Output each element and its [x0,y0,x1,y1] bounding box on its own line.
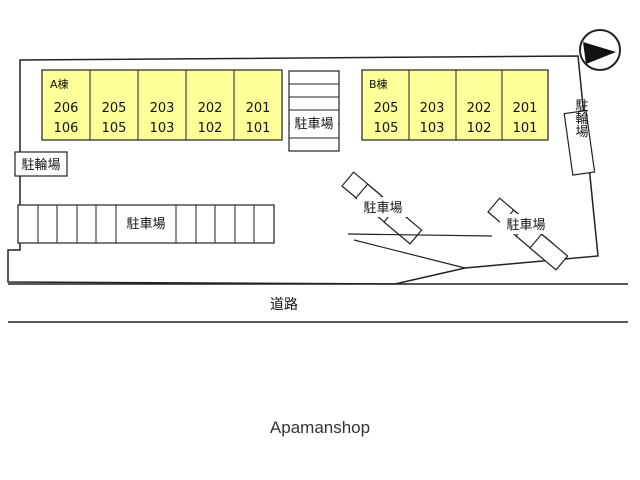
unit-a-205: 205 [102,101,127,116]
unit-b-203: 203 [420,101,445,116]
unit-a-101: 101 [246,121,271,136]
parking-diagonal-1: 駐車場 [341,171,423,245]
unit-a-206: 206 [54,101,79,116]
parking-diagonal-1-label: 駐車場 [363,201,402,216]
unit-b-201: 201 [513,101,538,116]
bicycle-parking-right-label: 駐輪場 [573,99,589,138]
parking-bottom: 駐車場 [17,204,275,244]
unit-b-105: 105 [374,121,399,136]
unit-a-106: 106 [54,121,79,136]
watermark: Apamanshop [269,418,371,437]
unit-b-103: 103 [420,121,445,136]
building-a: A棟 206 106 205 105 203 103 202 102 201 1… [41,69,283,141]
building-b: B棟 205 105 203 103 202 102 201 101 [361,69,549,141]
north-arrow-icon [579,29,621,71]
unit-b-101: 101 [513,121,538,136]
bicycle-parking-left-label: 駐輪場 [21,157,60,173]
unit-b-202: 202 [467,101,492,116]
bicycle-parking-left: 駐輪場 [14,151,68,177]
bicycle-parking-right: 駐輪場 [563,99,596,176]
unit-a-203: 203 [150,101,175,116]
unit-a-102: 102 [198,121,223,136]
building-a-label: A棟 [50,77,69,91]
road: 道路 [8,283,628,323]
unit-a-201: 201 [246,101,271,116]
unit-b-205: 205 [374,101,399,116]
driveway-lines [347,233,493,269]
parking-bottom-label: 駐車場 [126,217,165,232]
road-label: 道路 [270,297,298,313]
unit-a-202: 202 [198,101,223,116]
unit-b-102: 102 [467,121,492,136]
parking-diagonal-2-label: 駐車場 [506,218,545,233]
parking-center-label: 駐車場 [294,117,333,132]
unit-a-105: 105 [102,121,127,136]
unit-a-103: 103 [150,121,175,136]
building-b-label: B棟 [369,77,388,91]
parking-diagonal-2: 駐車場 [487,197,569,271]
parking-center: 駐車場 [288,70,340,152]
